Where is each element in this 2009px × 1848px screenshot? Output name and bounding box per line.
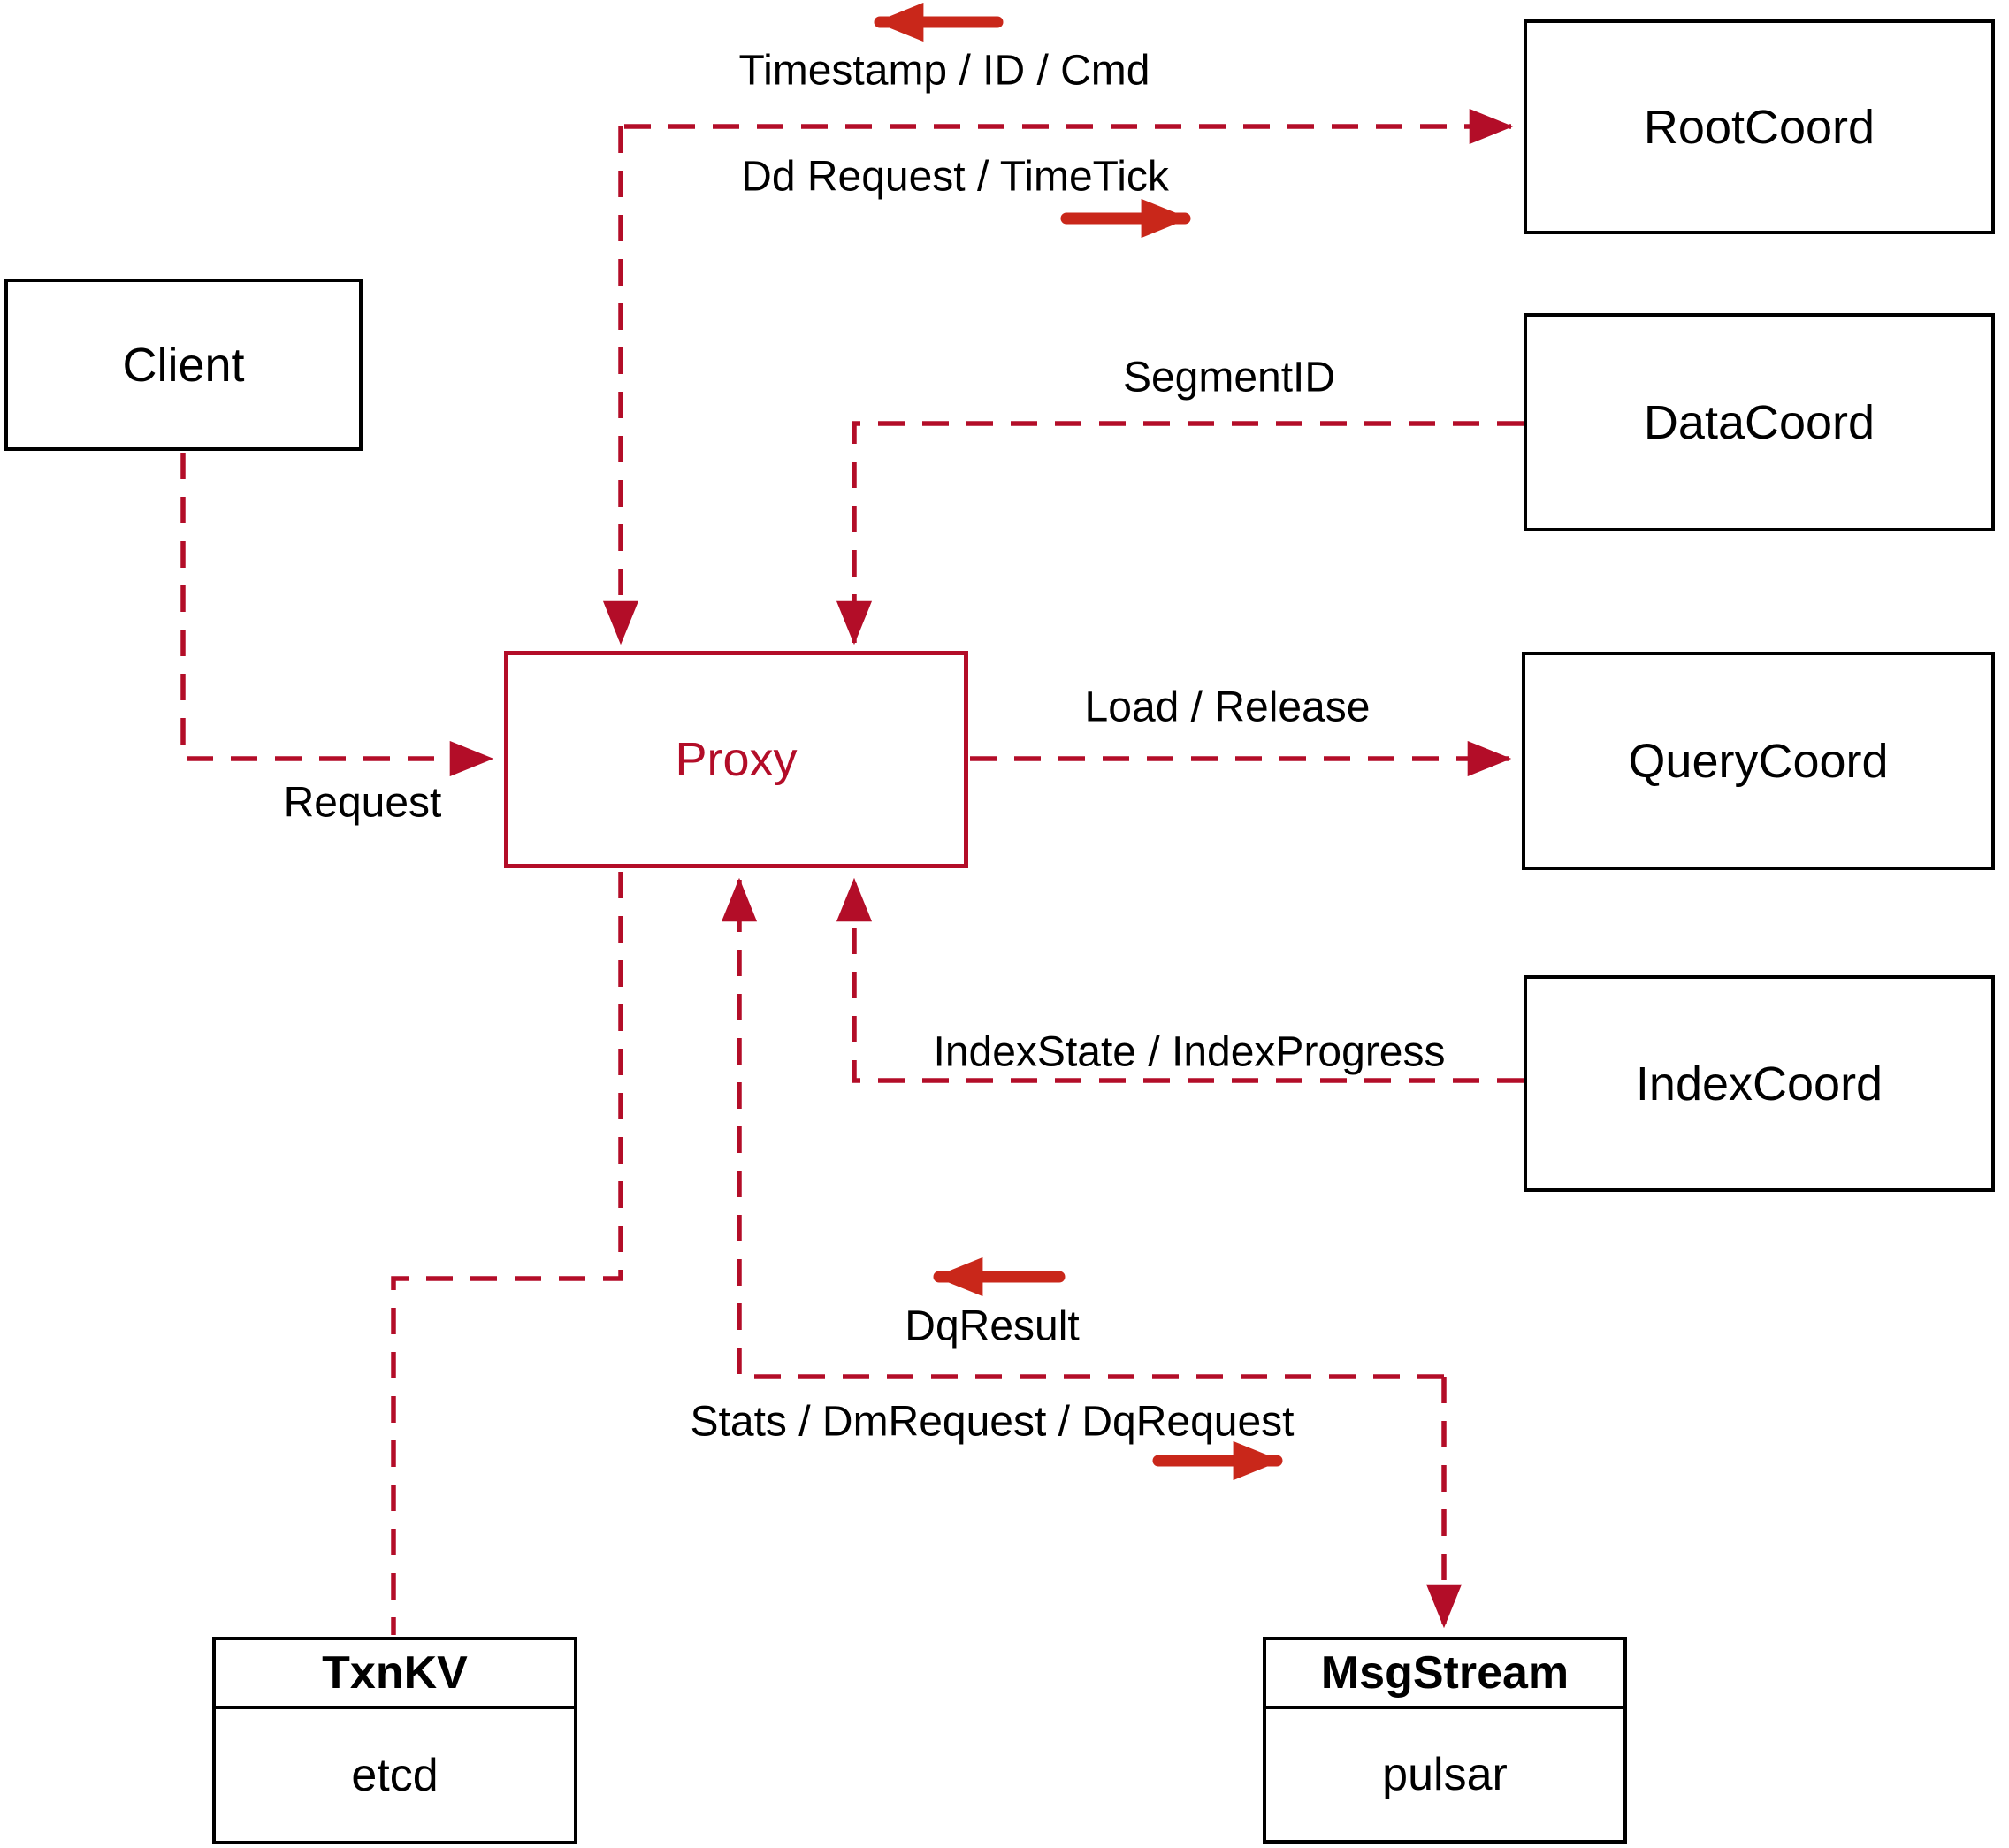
edge-indexcoord-to-proxy (836, 877, 1524, 1083)
node-proxy-label: Proxy (675, 733, 798, 786)
node-rootcoord-label: RootCoord (1643, 100, 1875, 154)
edge-msgstream-to-proxy (721, 877, 1444, 1379)
edge-label-dq-result: DqResult (905, 1302, 1080, 1350)
edge-label-index-state-progress: IndexState / IndexProgress (933, 1028, 1446, 1076)
node-datacoord: DataCoord (1524, 313, 1995, 531)
node-client-label: Client (122, 338, 245, 392)
edge-label-dd-request-timetick: Dd Request / TimeTick (741, 153, 1169, 201)
edge-client-to-proxy (180, 453, 494, 777)
node-indexcoord-label: IndexCoord (1635, 1057, 1883, 1111)
node-querycoord-label: QueryCoord (1628, 734, 1889, 788)
edge-label-segment-id: SegmentID (1122, 354, 1336, 401)
node-msgstream: MsgStream pulsar (1263, 1637, 1627, 1844)
node-indexcoord: IndexCoord (1524, 975, 1995, 1192)
node-msgstream-body: pulsar (1382, 1749, 1508, 1800)
node-client: Client (4, 279, 363, 451)
node-txnkv-title: TxnKV (216, 1640, 574, 1709)
node-txnkv-body: etcd (351, 1749, 439, 1801)
edge-label-timestamp-id-cmd: Timestamp / ID / Cmd (738, 47, 1150, 95)
edge-proxy-to-txnkv (391, 872, 623, 1635)
node-datacoord-label: DataCoord (1643, 395, 1875, 449)
edge-datacoord-to-proxy (836, 421, 1524, 645)
edge-label-stats-dm-dq: Stats / DmRequest / DqRequest (690, 1398, 1295, 1446)
node-proxy: Proxy (504, 651, 968, 868)
node-querycoord: QueryCoord (1522, 652, 1995, 870)
node-rootcoord: RootCoord (1524, 19, 1995, 234)
node-txnkv: TxnKV etcd (212, 1637, 577, 1844)
edge-label-request: Request (283, 779, 442, 827)
node-msgstream-title: MsgStream (1266, 1640, 1623, 1709)
edge-label-load-release: Load / Release (1084, 683, 1371, 731)
